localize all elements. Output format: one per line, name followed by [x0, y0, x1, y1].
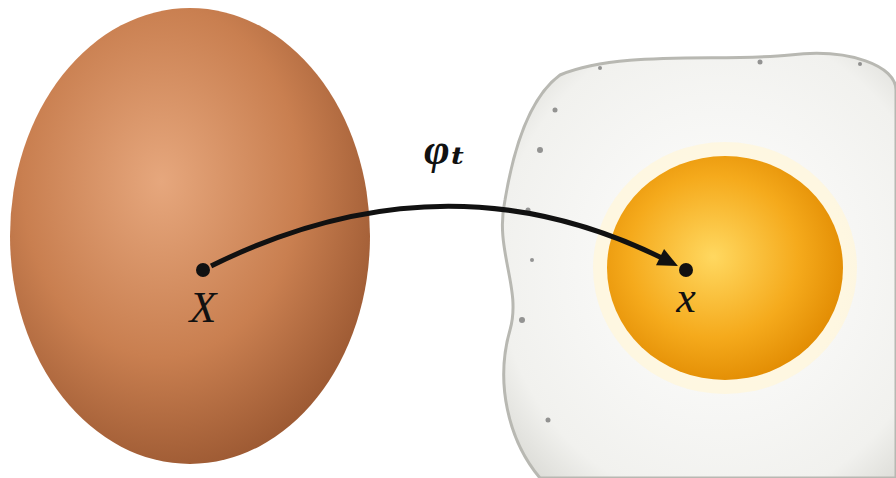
map-arrow — [211, 206, 678, 266]
point-label: X — [190, 286, 217, 330]
point-dot — [196, 263, 210, 277]
point-label: x — [676, 276, 696, 320]
map-label: φₜ — [424, 128, 466, 172]
egg-white — [502, 53, 896, 478]
raw-egg — [10, 8, 370, 464]
yolk — [607, 156, 843, 380]
yolk-halo — [593, 142, 857, 394]
point-dot — [679, 263, 693, 277]
arrow-head — [656, 249, 678, 266]
arrow-curve — [211, 206, 664, 266]
crispy-edge — [519, 60, 862, 423]
